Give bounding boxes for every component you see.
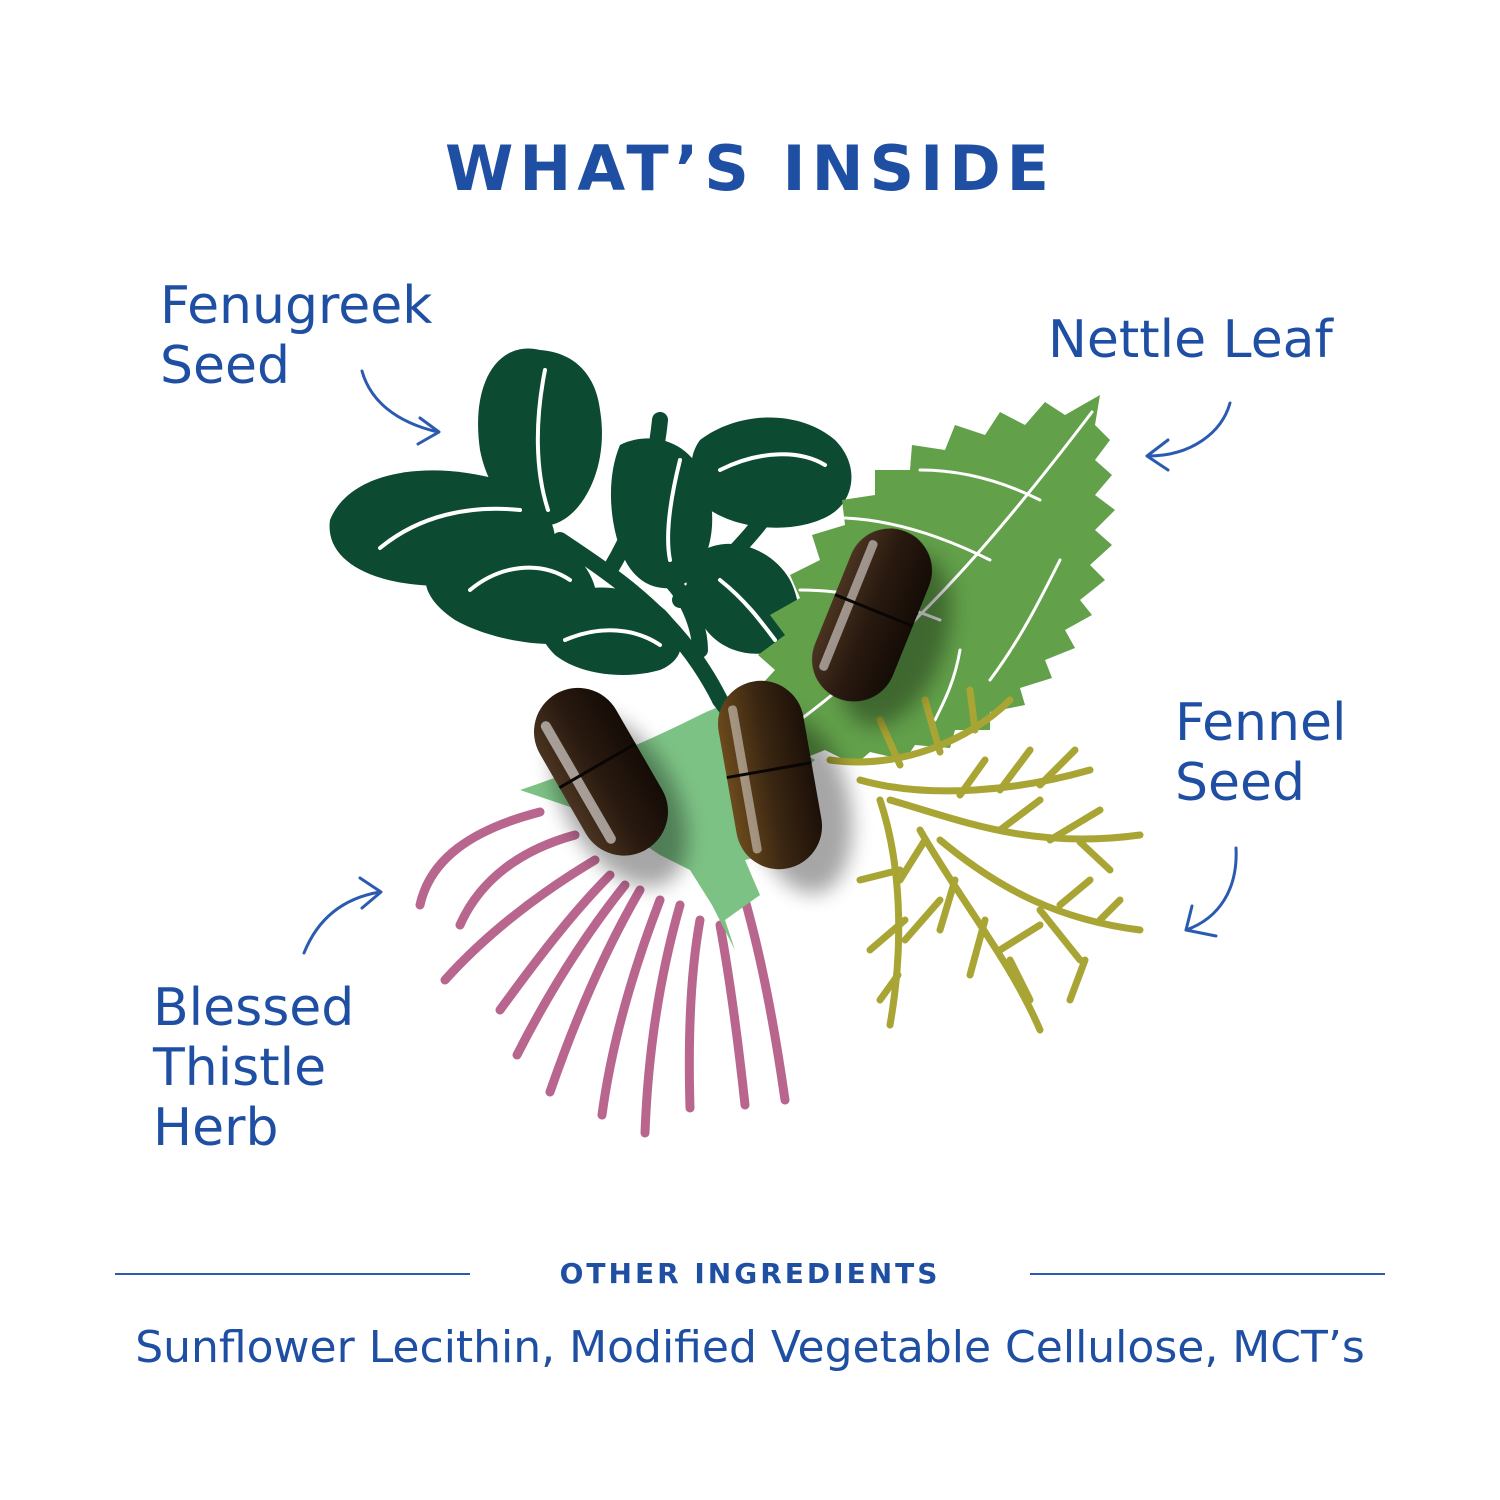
other-ingredients-heading: OTHER INGREDIENTS: [559, 1257, 941, 1290]
thistle-flower-icon: [415, 807, 790, 1138]
label-line: Blessed: [153, 978, 355, 1038]
arrow-nettle-icon: [1145, 401, 1232, 472]
label-nettle-leaf: Nettle Leaf: [1048, 310, 1333, 370]
label-line: Nettle Leaf: [1048, 310, 1333, 370]
capsule-icon: [534, 687, 668, 856]
label-line: Seed: [160, 336, 290, 396]
label-line: Thistle: [153, 1038, 327, 1098]
label-line: Fenugreek: [160, 276, 433, 336]
fenugreek-leaf-icon: [329, 348, 852, 728]
label-line: Seed: [1175, 753, 1305, 813]
capsule-icon: [812, 528, 932, 702]
capsule-icon: [717, 680, 823, 870]
fennel-sprig-icon: [826, 686, 1144, 1034]
label-fennel-seed: Fennel Seed: [1175, 693, 1346, 813]
arrow-fennel-icon: [1184, 846, 1238, 938]
other-ingredients-list: Sunflower Lecithin, Modified Vegetable C…: [135, 1322, 1365, 1373]
page-title: WHAT’S INSIDE: [444, 132, 1056, 205]
label-blessed-thistle-herb: Blessed Thistle Herb: [153, 978, 354, 1158]
divider: [1030, 1273, 1385, 1275]
label-line: Herb: [153, 1098, 279, 1158]
arrow-fenugreek-icon: [360, 369, 441, 446]
label-fenugreek-seed: Fenugreek Seed: [160, 276, 432, 396]
arrow-thistle-icon: [302, 876, 383, 955]
label-line: Fennel: [1175, 693, 1347, 753]
divider: [115, 1273, 470, 1275]
